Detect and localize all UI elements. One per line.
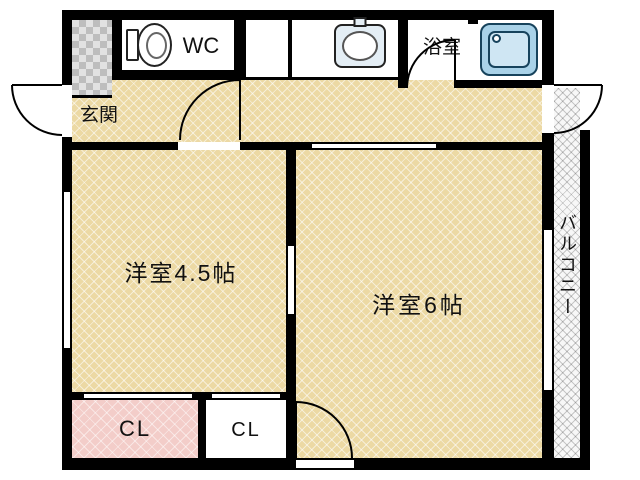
wall-under-bath-right <box>456 80 554 88</box>
balcony-door-opening <box>542 85 554 133</box>
sink-basin <box>342 31 378 61</box>
wall-under-wc <box>112 70 246 80</box>
wall-closet-top-1 <box>72 392 84 400</box>
room6-sliding-door <box>312 142 436 150</box>
toilet-icon <box>126 22 174 68</box>
wall-closet-top-3 <box>280 392 296 400</box>
closet-right-sliding-door <box>212 392 280 400</box>
wall-wc-right <box>234 10 246 80</box>
toilet-bowl-inner <box>146 32 167 59</box>
wall-wc-left <box>112 10 122 80</box>
window-left-wall <box>62 190 72 350</box>
wall-hallway-3 <box>436 142 542 150</box>
wall-room-divider-upper <box>286 142 296 246</box>
genkan-label: 玄関 <box>79 104 118 126</box>
room-partition-opening <box>286 246 296 314</box>
hallway-door-opening <box>178 142 240 150</box>
bathtub-icon <box>480 23 538 76</box>
wall-washroom-divider <box>288 10 292 80</box>
wall-room-divider-lower <box>286 314 296 458</box>
closet-left-floor <box>72 400 198 458</box>
wall-closet-divider <box>198 392 206 458</box>
western-room-4-5-label: 洋室4.5帖 <box>124 260 238 286</box>
room6-bottom-door-opening <box>296 458 354 470</box>
bathtub-drain <box>492 34 501 43</box>
wall-top <box>62 10 554 20</box>
toilet-bowl <box>137 23 172 67</box>
balcony-label: バルコニー <box>557 212 577 318</box>
wall-bath-left <box>398 10 408 88</box>
closet-left-sliding-door <box>84 392 192 400</box>
window-balcony-wall <box>542 228 554 392</box>
wall-bath-stub <box>468 10 478 24</box>
entrance-door-arc <box>11 84 63 136</box>
wall-hallway-2 <box>240 142 312 150</box>
wall-under-bath-left <box>398 80 408 88</box>
entrance-door-opening <box>62 85 72 137</box>
sink-faucet <box>353 17 367 27</box>
closet-right-label: CL <box>231 418 261 441</box>
closet-right-floor <box>206 400 286 458</box>
sink-icon <box>334 17 386 68</box>
wall-balcony-outer <box>580 130 590 470</box>
closet-left-label: CL <box>118 416 152 441</box>
wall-hallway-1 <box>72 142 178 150</box>
bathroom-label: 浴室 <box>422 36 461 58</box>
interior-floor <box>72 20 542 458</box>
western-room-6-label: 洋室6帖 <box>372 292 466 318</box>
balcony-floor <box>554 88 580 458</box>
genkan-tile <box>72 20 112 98</box>
wc-label: WC <box>182 33 220 58</box>
